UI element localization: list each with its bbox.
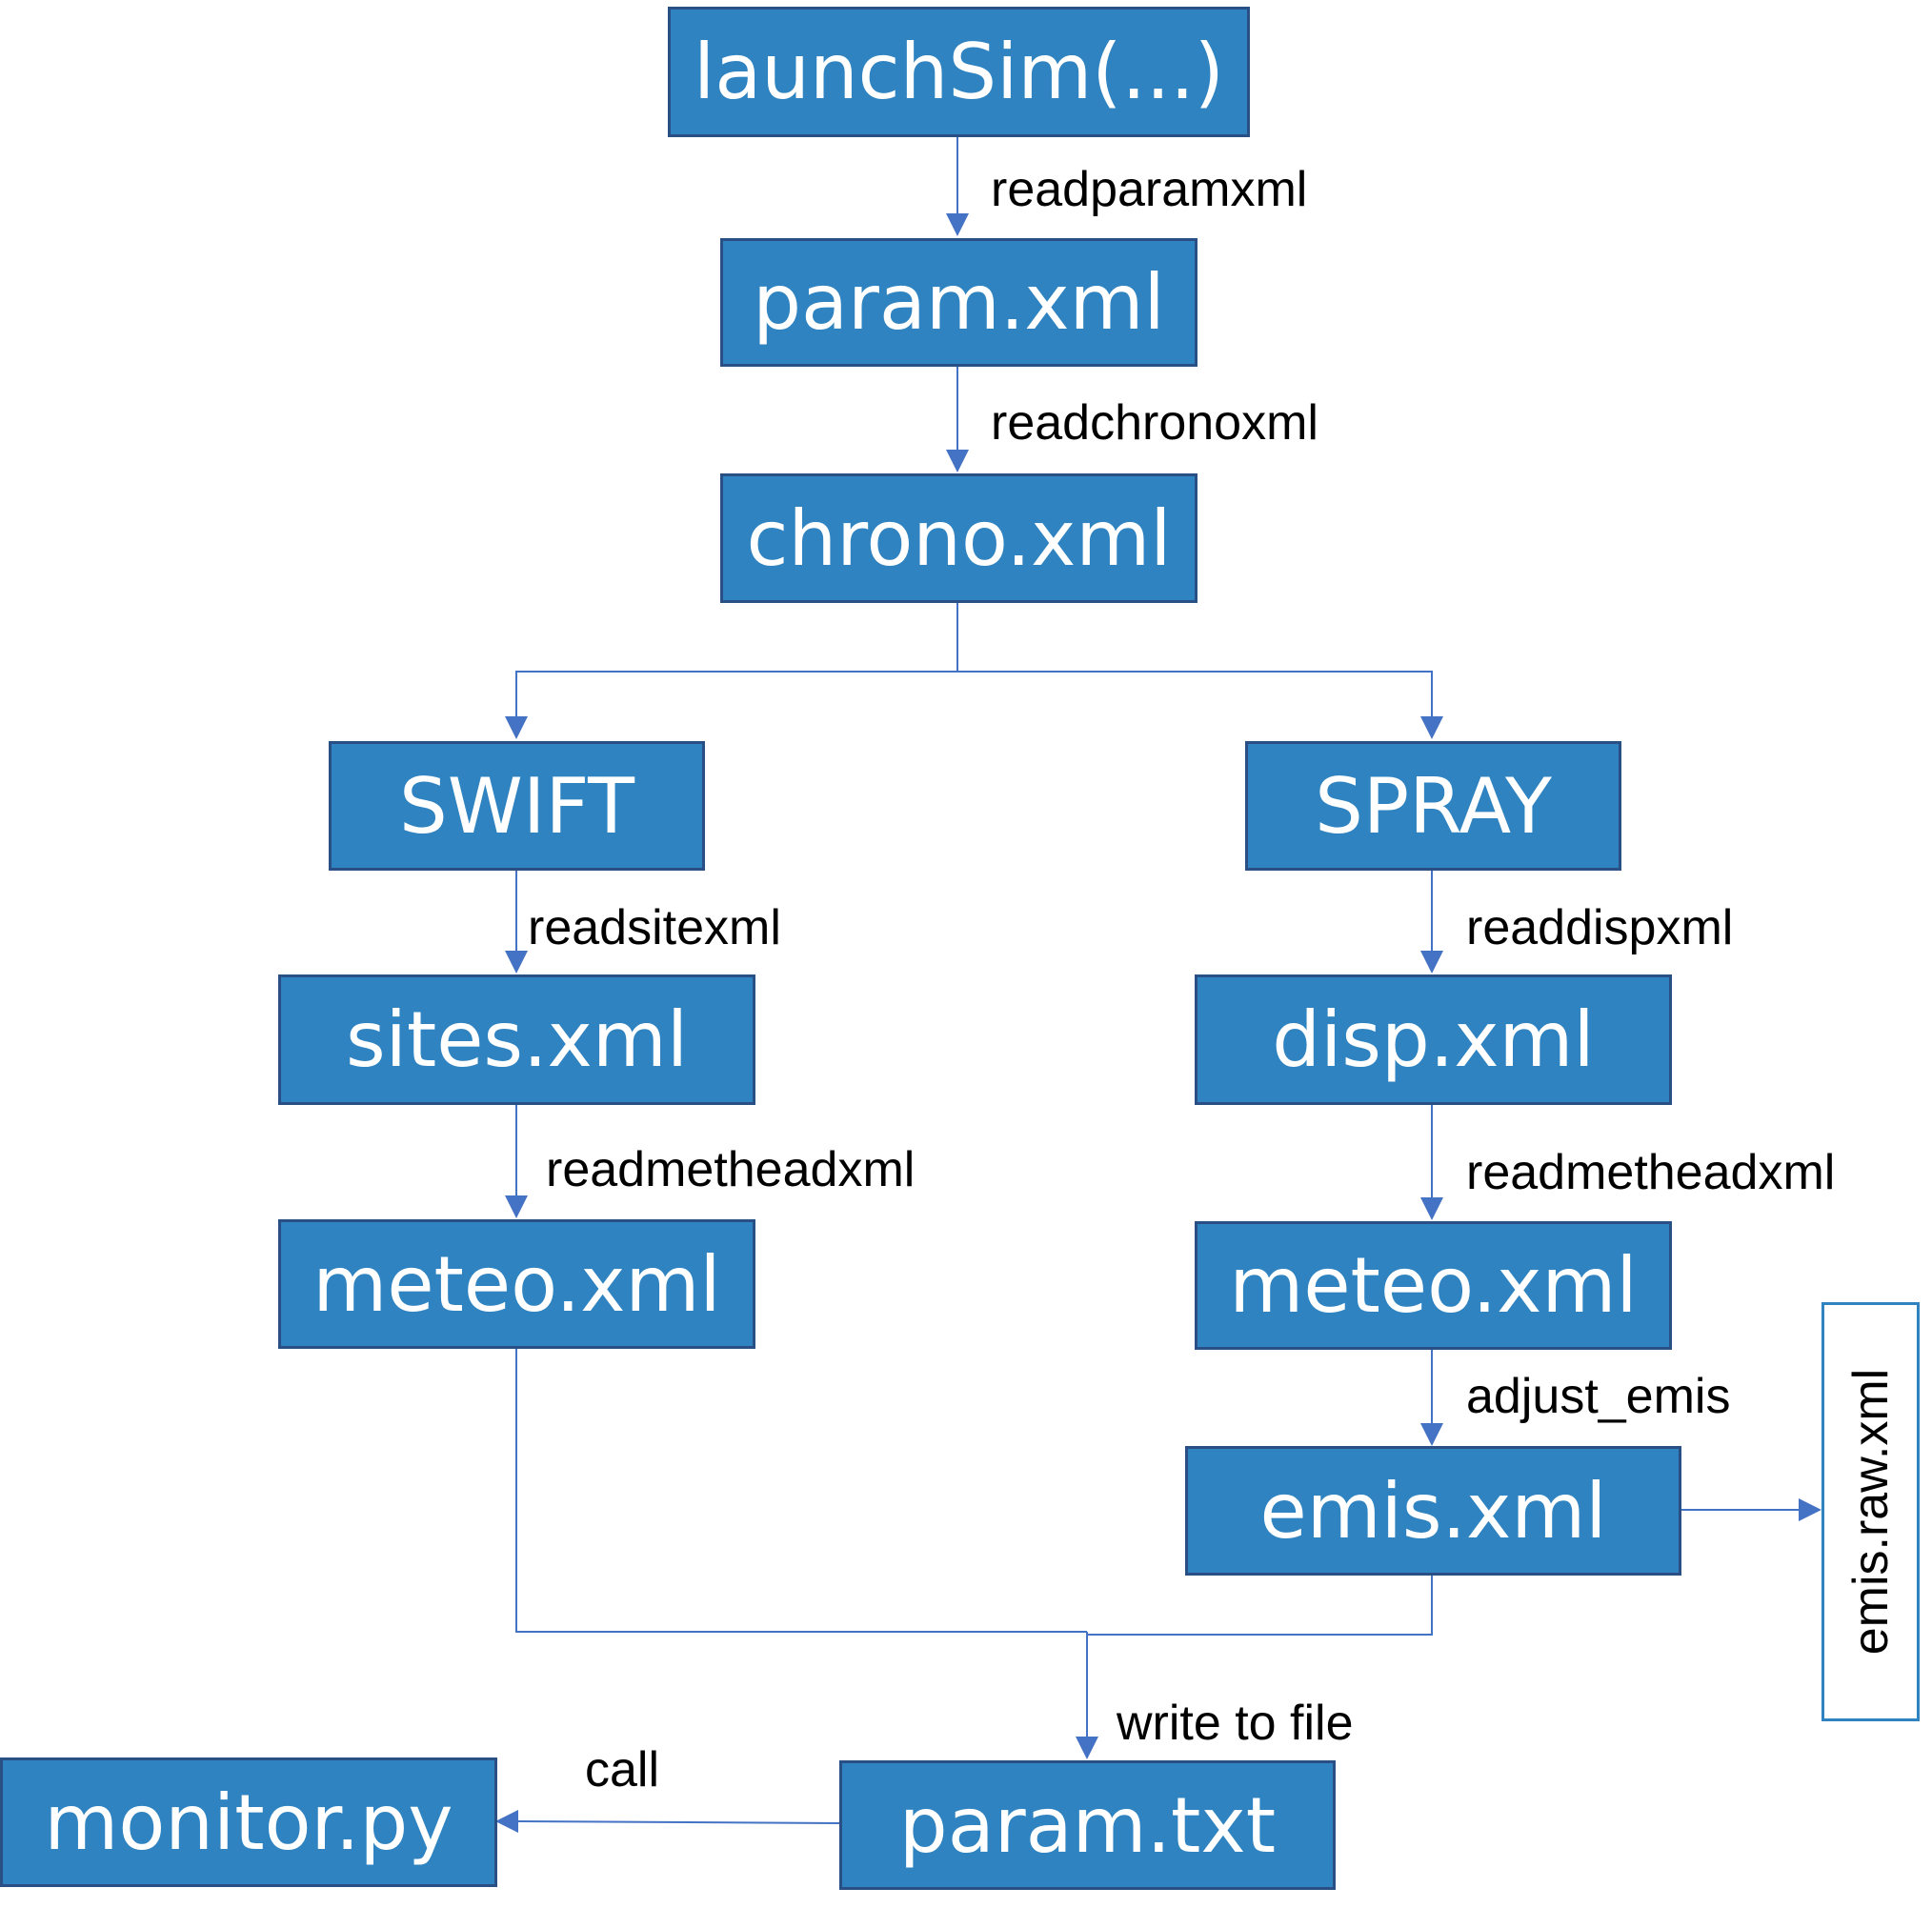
arrowhead-disp [1420,951,1443,974]
node-emis-xml: emis.xml [1185,1446,1681,1576]
node-param-xml: param.xml [720,238,1197,367]
label-readchronoxml: readchronoxml [991,395,1318,451]
arrowhead-swift [505,716,528,739]
node-meteo-xml-right: meteo.xml [1195,1221,1672,1350]
node-meteo-xml-left: meteo.xml [278,1219,755,1349]
arrowhead-param [946,213,969,236]
arrowhead-chrono [946,450,969,472]
edge-meteo-left-to-merge [515,1349,1087,1633]
edge-chrono-branch [515,603,958,716]
label-call: call [585,1742,660,1798]
label-readsitexml: readsitexml [528,900,781,955]
label-readparamxml: readparamxml [991,162,1308,217]
node-launchsim: launchSim(...) [668,7,1250,137]
label-readdispxml: readdispxml [1466,900,1734,955]
label-adjust-emis: adjust_emis [1466,1369,1731,1424]
label-readmetheadxml-left: readmetheadxml [546,1142,916,1197]
label-write-to-file: write to file [1117,1696,1354,1751]
node-emis-raw-xml: emis.raw.xml [1821,1302,1920,1721]
edge-emis-to-merge [1087,1576,1433,1636]
node-param-txt: param.txt [839,1760,1336,1890]
node-spray: SPRAY [1245,741,1621,871]
edge-chrono-to-spray [957,671,1433,716]
arrowhead-sites [505,951,528,974]
arrowhead-emis-raw [1799,1498,1821,1521]
arrowhead-emis [1420,1423,1443,1446]
node-monitor-py: monitor.py [0,1757,497,1887]
arrowhead-monitor [495,1810,518,1833]
node-disp-xml: disp.xml [1195,974,1672,1105]
arrowhead-meteo-right [1420,1197,1443,1220]
edge-param-txt-to-monitor [517,1820,840,1824]
emis-raw-xml-label: emis.raw.xml [1842,1368,1899,1656]
arrowhead-spray [1420,716,1443,739]
arrowhead-meteo-left [505,1195,528,1218]
node-swift: SWIFT [329,741,705,871]
label-readmetheadxml-right: readmetheadxml [1466,1145,1836,1200]
node-chrono-xml: chrono.xml [720,473,1197,603]
arrowhead-param-txt [1076,1737,1098,1759]
node-sites-xml: sites.xml [278,974,755,1105]
